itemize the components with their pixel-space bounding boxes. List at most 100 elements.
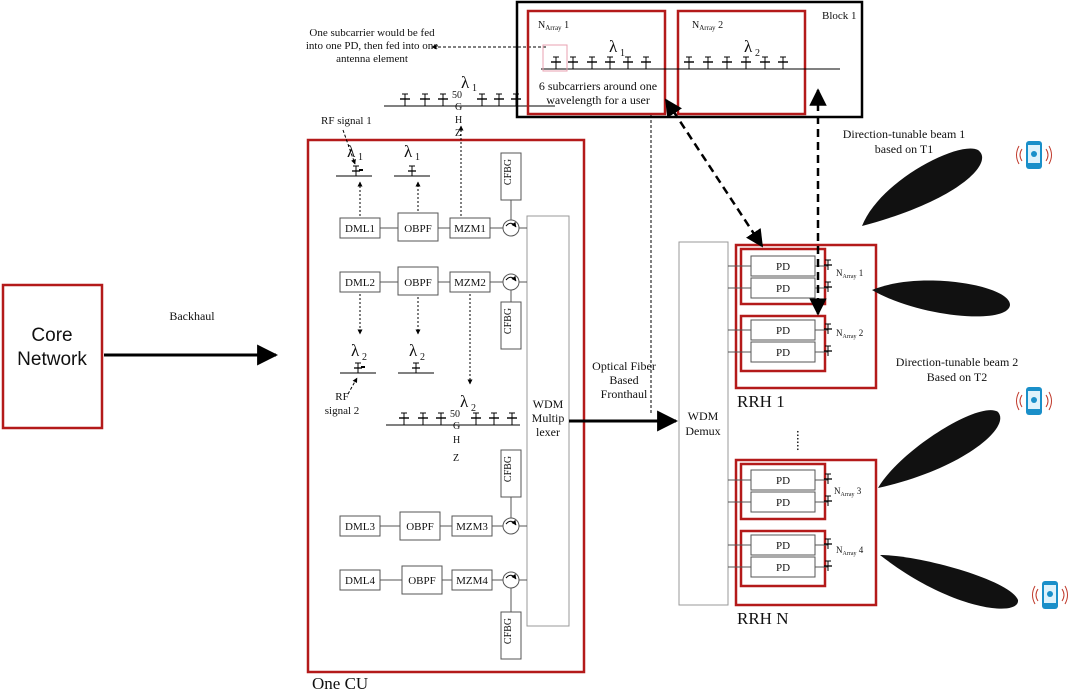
mzm1-label: MZM1 bbox=[454, 223, 486, 235]
phone-icon bbox=[1032, 580, 1068, 610]
rrh-ellipsis: ...... bbox=[793, 430, 808, 451]
subcarrier-note-2: into one PD, then fed into one bbox=[306, 40, 438, 52]
beam-lobe-4 bbox=[880, 555, 1019, 609]
fronthaul-label-3: Fronthaul bbox=[601, 387, 648, 401]
ghz-top-z: Z bbox=[455, 128, 461, 139]
ghz-top-50: 50 bbox=[452, 90, 462, 101]
array1-label: NArray 1 bbox=[538, 20, 569, 32]
lambda2-obpf-sub: 2 bbox=[420, 352, 425, 363]
dml2-label: DML2 bbox=[345, 277, 375, 289]
rrh1-label: RRH 1 bbox=[737, 392, 785, 411]
mzm2-label: MZM2 bbox=[454, 277, 486, 289]
wdm-mux-label-1: WDM bbox=[533, 397, 564, 411]
beam-lobe-3 bbox=[878, 410, 1001, 488]
beam2-label-1: Direction-tunable beam 2 bbox=[896, 355, 1019, 369]
ghz-bot-z: Z bbox=[453, 453, 459, 464]
pd-label: PD bbox=[776, 283, 790, 295]
block-lambda1-label: λ bbox=[609, 37, 618, 56]
cfbg2-label: CFBG bbox=[503, 308, 514, 334]
fronthaul-label-1: Optical Fiber bbox=[592, 359, 656, 373]
pd-label: PD bbox=[776, 540, 790, 552]
core-network-label-2: Network bbox=[17, 349, 87, 370]
block-1-label: Block 1 bbox=[822, 10, 857, 22]
pd-label: PD bbox=[776, 562, 790, 574]
lambda1-obpf-label: λ bbox=[404, 142, 413, 161]
obpf3-label: OBPF bbox=[406, 521, 434, 533]
rrhn-pd-group-2 bbox=[739, 529, 827, 588]
beam-lobe-1 bbox=[862, 148, 983, 226]
core-network-box bbox=[1, 283, 104, 430]
mzm4-label: MZM4 bbox=[456, 575, 488, 587]
pd-label: PD bbox=[776, 475, 790, 487]
obpf2-spectrum-icon bbox=[411, 362, 421, 374]
narray3-label: NArray 3 bbox=[834, 486, 862, 498]
rf-signal-1-label: RF signal 1 bbox=[321, 115, 372, 127]
narray2-label: NArray 2 bbox=[836, 328, 863, 340]
dml1-label: DML1 bbox=[345, 223, 375, 235]
pd-label: PD bbox=[776, 347, 790, 359]
circulator-2 bbox=[502, 273, 520, 291]
rrhn-label: RRH N bbox=[737, 609, 788, 628]
circulator-1 bbox=[502, 219, 520, 237]
dml4-label: DML4 bbox=[345, 575, 375, 587]
cfbg4-label: CFBG bbox=[503, 618, 514, 644]
backhaul-label: Backhaul bbox=[169, 309, 215, 323]
obpf4-label: OBPF bbox=[408, 575, 436, 587]
cfbg2-box bbox=[500, 301, 522, 350]
block-to-pd-arrow-1 bbox=[664, 98, 764, 248]
ghz-top-h: H bbox=[455, 115, 462, 126]
rrhn-box bbox=[734, 458, 878, 607]
lambda2-obpf-label: λ bbox=[409, 341, 418, 360]
wdm-demux-label-1: WDM bbox=[688, 409, 719, 423]
rf-signal-2-label: RF bbox=[335, 391, 348, 403]
lambda2-dml-label: λ bbox=[351, 341, 360, 360]
dml3-label: DML3 bbox=[345, 521, 375, 533]
ghz-bot-50: 50 bbox=[450, 409, 460, 420]
lambda1-dml-label: λ bbox=[347, 142, 356, 161]
lambda2-dml-sub: 2 bbox=[362, 352, 367, 363]
wdm-mux-label-3: lexer bbox=[536, 425, 560, 439]
cfbg4-box bbox=[500, 611, 522, 660]
wdm-multiplexer bbox=[526, 215, 570, 627]
obpf4-box bbox=[401, 565, 443, 595]
lambda1-top-sub: 1 bbox=[472, 83, 477, 94]
core-network-label: Core bbox=[31, 325, 72, 346]
obpf1-label: OBPF bbox=[404, 223, 432, 235]
ghz-top-g: G bbox=[455, 102, 462, 113]
cu-box bbox=[306, 138, 586, 674]
narray1-label: NArray 1 bbox=[836, 268, 863, 280]
lambda2-bottom-sub: 2 bbox=[471, 403, 476, 414]
wdm-mux-label-2: Multip bbox=[532, 411, 565, 425]
block-note-2: wavelength for a user bbox=[546, 93, 650, 107]
block-lambda2-label: λ bbox=[744, 37, 753, 56]
cu-label: One CU bbox=[312, 674, 368, 691]
array2-label: NArray 2 bbox=[692, 20, 723, 32]
block-lambda2-sub: 2 bbox=[755, 48, 760, 59]
block-lambda1-sub: 1 bbox=[620, 48, 625, 59]
subcarrier-highlight bbox=[542, 44, 568, 72]
obpf2-label: OBPF bbox=[404, 277, 432, 289]
subcarrier-note-3: antenna element bbox=[336, 53, 408, 65]
phone-icon bbox=[1016, 386, 1052, 416]
rf2-spectrum-icon bbox=[353, 362, 363, 374]
subcarrier-note-1: One subcarrier would be fed bbox=[309, 27, 435, 39]
phone-icon bbox=[1016, 140, 1052, 170]
array1-box bbox=[526, 9, 667, 116]
beam1-label-1: Direction-tunable beam 1 bbox=[843, 127, 966, 141]
rrh1-pd-group-2 bbox=[739, 314, 827, 373]
ghz-bot-g: G bbox=[453, 421, 460, 432]
beam-lobe-2 bbox=[872, 280, 1010, 317]
obpf2-box bbox=[397, 266, 439, 296]
pd-label: PD bbox=[776, 325, 790, 337]
obpf1-box bbox=[397, 212, 439, 242]
cfbg1-label: CFBG bbox=[503, 159, 514, 185]
pd-label: PD bbox=[776, 261, 790, 273]
fronthaul-label-2: Based bbox=[609, 373, 638, 387]
obpf1-spectrum-icon bbox=[407, 165, 417, 177]
lambda1-top-label: λ bbox=[461, 73, 470, 92]
lambda1-dml-sub: 1 bbox=[358, 152, 363, 163]
beam2-label-2: Based on T2 bbox=[927, 370, 987, 384]
block-note-1: 6 subcarriers around one bbox=[539, 79, 657, 93]
narray4-label: NArray 4 bbox=[836, 545, 864, 557]
